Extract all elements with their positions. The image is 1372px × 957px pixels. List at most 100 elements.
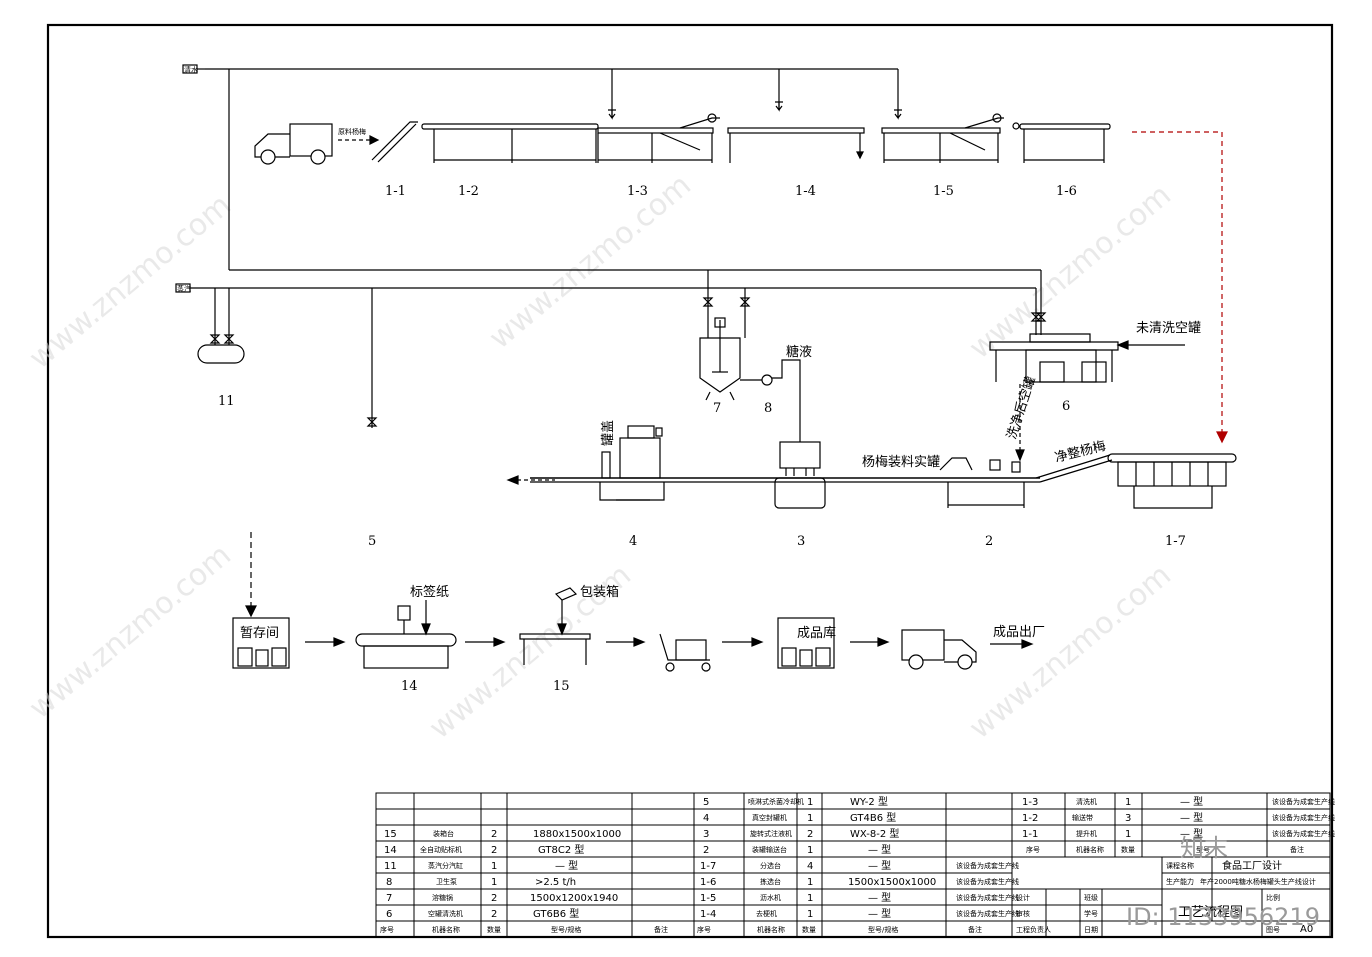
labeler-14 (355, 600, 457, 669)
water-tag: 清水 (184, 65, 198, 74)
header-qty: 数量 (802, 925, 816, 934)
row-name: 去梗机 (756, 909, 777, 918)
cleaned-tank-note: 洗净后空罐 (1005, 375, 1039, 441)
row-name: 喷淋式杀菌冷却机 (748, 797, 804, 806)
header-name: 机器名称 (757, 925, 785, 934)
row-qty: 2 (491, 909, 497, 920)
watermark-layer: www.znzmo.com www.znzmo.com www.znzmo.co… (23, 168, 1178, 747)
picking-table-1-6 (1012, 122, 1111, 163)
row-note: 该设备为成套生产线 (1272, 797, 1335, 806)
row-name: 全自动贴标机 (420, 845, 462, 854)
header-note: 备注 (1290, 845, 1304, 854)
row-spec: — 型 (868, 843, 891, 856)
pipelines (175, 64, 1047, 428)
label-2: 2 (985, 534, 993, 549)
row-spec: — 型 (868, 891, 891, 904)
row-no: 1-2 (1022, 813, 1038, 824)
packing-box-note: 包装箱 (580, 584, 619, 600)
watermark-text: www.znzmo.com (23, 188, 238, 377)
row-qty: 1 (807, 845, 813, 856)
row-name: 蒸汽分汽缸 (428, 861, 463, 870)
row-spec: GT6B6 型 (533, 907, 579, 920)
row-no: 1-7 (700, 861, 716, 872)
row-qty: 1 (807, 877, 813, 888)
header-no: 序号 (697, 925, 711, 934)
row-qty: 1 (1125, 797, 1131, 808)
row-spec: — 型 (1180, 811, 1203, 824)
project-name: 食品工厂设计 (1222, 859, 1282, 872)
row-name: 溶糖锅 (432, 893, 453, 902)
filling-conveyor-2 (939, 454, 1113, 508)
row-qty: 1 (807, 893, 813, 904)
equipment-number-labels: 1-1 1-2 1-3 1-4 1-5 1-6 1-7 2 3 4 5 6 7 … (218, 184, 1186, 694)
row-qty: 2 (491, 829, 497, 840)
row-no: 4 (703, 813, 709, 824)
check-label: 审核 (1016, 909, 1030, 918)
row-no: 3 (703, 829, 709, 840)
row-name: 输送带 (1072, 813, 1093, 822)
steam-tag: 蒸汽 (177, 284, 191, 293)
receiving-line (254, 113, 1228, 444)
row-note: 该设备为成套生产线 (1272, 813, 1335, 822)
drawing-no: A0 (1300, 924, 1313, 935)
steam-cylinder-11 (197, 344, 245, 364)
parts-table-text: 15 装箱台 2 1880x1500x1000 14 全自动贴标机 2 GT8C… (380, 795, 1335, 935)
row-note: 该设备为成套生产线 (956, 861, 1019, 870)
row-no: 1-5 (700, 893, 716, 904)
class-label: 班级 (1084, 893, 1098, 902)
label-1-2: 1-2 (458, 184, 479, 199)
row-spec: — 型 (1180, 795, 1203, 808)
packing-line (232, 532, 1034, 672)
row-no: 7 (386, 893, 392, 904)
lid-note: 罐盖 (601, 420, 616, 446)
washer-1-3 (597, 113, 720, 163)
row-note: 该设备为成套生产线 (956, 909, 1019, 918)
row-name: 装罐输送台 (752, 845, 787, 854)
finished-warehouse-note: 成品库 (797, 625, 836, 641)
header-spec: 型号 (1196, 845, 1210, 854)
hand-cart-icon (659, 633, 711, 672)
header-name: 机器名称 (432, 925, 460, 934)
row-qty: 1 (491, 861, 497, 872)
elevator-1-1 (371, 121, 418, 163)
watermark-text: www.znzmo.com (23, 538, 238, 727)
scale-label: 比例 (1266, 893, 1280, 902)
brand-watermark: 知末 ID: 1133956219 (1126, 834, 1320, 931)
sanitary-pump-8 (740, 359, 801, 432)
row-qty: 1 (1125, 829, 1131, 840)
header-no: 序号 (1026, 845, 1040, 854)
row-name: 提升机 (1076, 829, 1097, 838)
packing-table-15 (519, 587, 591, 665)
destemmer-1-4 (727, 127, 865, 163)
row-note: 该设备为成套生产线 (956, 893, 1019, 902)
row-name: 旋转式注液机 (750, 829, 792, 838)
row-name: 装箱台 (433, 829, 454, 838)
label-7: 7 (713, 401, 721, 416)
design-name: 年产2000吨糖水杨梅罐头生产线设计 (1200, 877, 1316, 886)
row-qty: 1 (807, 797, 813, 808)
design-label: 生产能力 (1166, 877, 1194, 886)
row-qty: 4 (807, 861, 813, 872)
project-label: 课程名称 (1166, 861, 1194, 870)
label-1-3: 1-3 (627, 184, 648, 199)
row-name: 拣选台 (760, 877, 781, 886)
temp-storage-building-icon (232, 617, 290, 669)
row-spec: >2.5 t/h (535, 877, 576, 888)
finished-warehouse-building-icon (777, 617, 835, 669)
label-14: 14 (401, 679, 418, 694)
drawing-border (46, 23, 1334, 939)
row-spec: — 型 (868, 859, 891, 872)
label-1-5: 1-5 (933, 184, 954, 199)
design-person: 设计 (1016, 893, 1030, 902)
label-1-1: 1-1 (385, 184, 406, 199)
row-spec: — 型 (868, 907, 891, 920)
drawing-title: 工艺流程图 (1178, 905, 1243, 920)
row-qty: 1 (807, 909, 813, 920)
row-no: 14 (384, 845, 397, 856)
drainer-1-5 (881, 113, 1004, 163)
row-no: 15 (384, 829, 397, 840)
label-1-7: 1-7 (1165, 534, 1186, 549)
row-no: 8 (386, 877, 392, 888)
row-no: 2 (703, 845, 709, 856)
